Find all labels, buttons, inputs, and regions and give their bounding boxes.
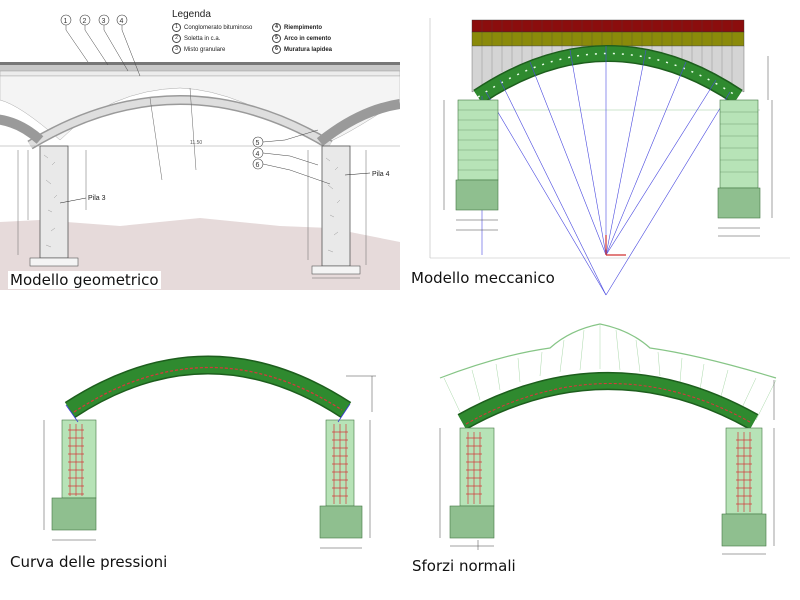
caption-normal-forces: Sforzi normali [412,557,516,575]
legend-title: Legenda [172,9,211,20]
callout-5: 5 [256,140,260,147]
callout-6: 6 [256,162,260,169]
pier-3-label: Pila 3 [88,195,106,202]
footing-left-normal [449,505,495,539]
pressure-drawing [43,355,376,549]
callout-2: 2 [83,18,87,25]
callout-4b: 4 [256,151,260,158]
pier-stress-grid-left [466,432,482,504]
normal-force-ordinates [443,324,777,421]
pier-stress-grid-left [68,424,84,496]
fill-area [0,75,400,146]
footing-left [29,257,79,267]
callout-1: 1 [64,18,68,25]
caption-geometric: Modello geometrico [8,271,161,289]
pier-left-pressure [61,419,97,499]
slab-layer [0,65,400,71]
footing-right-model [717,187,761,219]
mechanical-drawing [429,18,790,296]
callout-3: 3 [102,18,106,25]
pier-stress-grid-right [332,424,348,504]
normal-force-envelope [439,323,777,379]
thrust-lines [481,46,731,296]
callout-4: 4 [120,18,124,25]
pressure-line [73,366,343,413]
fill-load-band [471,31,745,47]
caption-mechanical: Modello meccanico [411,269,555,287]
caption-pressure: Curva delle pressioni [10,553,168,571]
pier-stress-grid-right [736,432,752,512]
arch-ring [474,46,742,103]
span-dimension: 11.50 [190,140,202,146]
panel-mechanical-model: Modello meccanico [400,0,800,300]
footing-right-normal [721,513,767,547]
side-callouts: 5 4 6 [252,129,331,185]
panel-pressure-curve: Curva delle pressioni [0,300,400,600]
normal-forces-drawing [439,323,777,555]
footing-left-pressure [51,497,97,531]
asphalt-layer [0,62,400,65]
pier-4-label: Pila 4 [372,171,390,178]
pier-left-normal [459,427,495,507]
dead-load-band [471,19,745,33]
footing-right-pressure [319,505,363,539]
top-callouts: 1 2 3 4 [60,14,141,77]
arch-ring [458,373,758,429]
pressure-line [465,382,751,425]
footing-left-model [455,179,499,211]
footing-right [311,265,361,275]
pier-left [39,145,69,259]
arch-left [0,114,44,144]
arch-ring [65,357,351,417]
arch-right [316,99,400,146]
gravel-layer [0,70,400,77]
panel-geometric-model: 11.50 Pila 3 Pila 4 [0,0,400,300]
pier-right [321,145,351,267]
pier-right-model [719,99,759,189]
panel-normal-forces: Sforzi normali [400,300,800,600]
